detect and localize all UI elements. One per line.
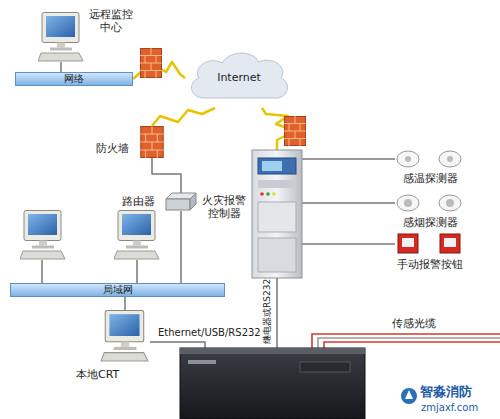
- smoke-detector: 感烟探测器: [395, 194, 463, 212]
- heat-detector: 感温探测器: [395, 150, 463, 168]
- watermark: zmjaxf.com: [421, 402, 478, 414]
- connector-line: [124, 297, 126, 310]
- watermark: 智淼消防: [420, 384, 472, 400]
- node-label: 手动报警按钮: [397, 258, 463, 271]
- node-label: 局域网: [103, 284, 133, 296]
- link-label: Ethernet/USB/RS232: [158, 327, 261, 339]
- manual-call-point: 手动报警按钮: [395, 232, 463, 256]
- fire-alarm-controller: 火灾报警控制器: [252, 150, 302, 278]
- connector-line: [152, 108, 215, 126]
- node-label: 防火墙: [96, 142, 129, 155]
- node-label: 路由器: [122, 195, 155, 208]
- network-bar: 网络: [15, 72, 133, 86]
- node-label: 感烟探测器: [403, 216, 458, 229]
- connector-line: [302, 243, 395, 245]
- node-label: 本地CRT: [76, 368, 119, 381]
- connector-line: [180, 211, 182, 283]
- firewall-icon: 防火墙: [140, 126, 164, 158]
- connector-line: [60, 62, 62, 72]
- remote-monitor-pc: 远程监控中心: [38, 12, 84, 62]
- node-label: 网络: [64, 73, 84, 85]
- connector-line: [302, 158, 395, 160]
- connector-line: [302, 202, 395, 204]
- node-label: 远程监控中心: [88, 8, 134, 34]
- node-label: Internet: [217, 71, 261, 84]
- router-icon: 路由器: [166, 193, 196, 211]
- local-crt-pc: 本地CRT: [100, 310, 150, 362]
- link-label: 继电器或RS232: [262, 276, 273, 346]
- connector-line: [152, 158, 181, 193]
- node-label: 火灾报警控制器: [200, 194, 248, 220]
- internet-cloud: Internet: [185, 48, 293, 108]
- lan-bar: 局域网: [10, 283, 225, 297]
- node-label: 感温探测器: [403, 172, 458, 185]
- cable-label: 传感光缆: [392, 317, 436, 330]
